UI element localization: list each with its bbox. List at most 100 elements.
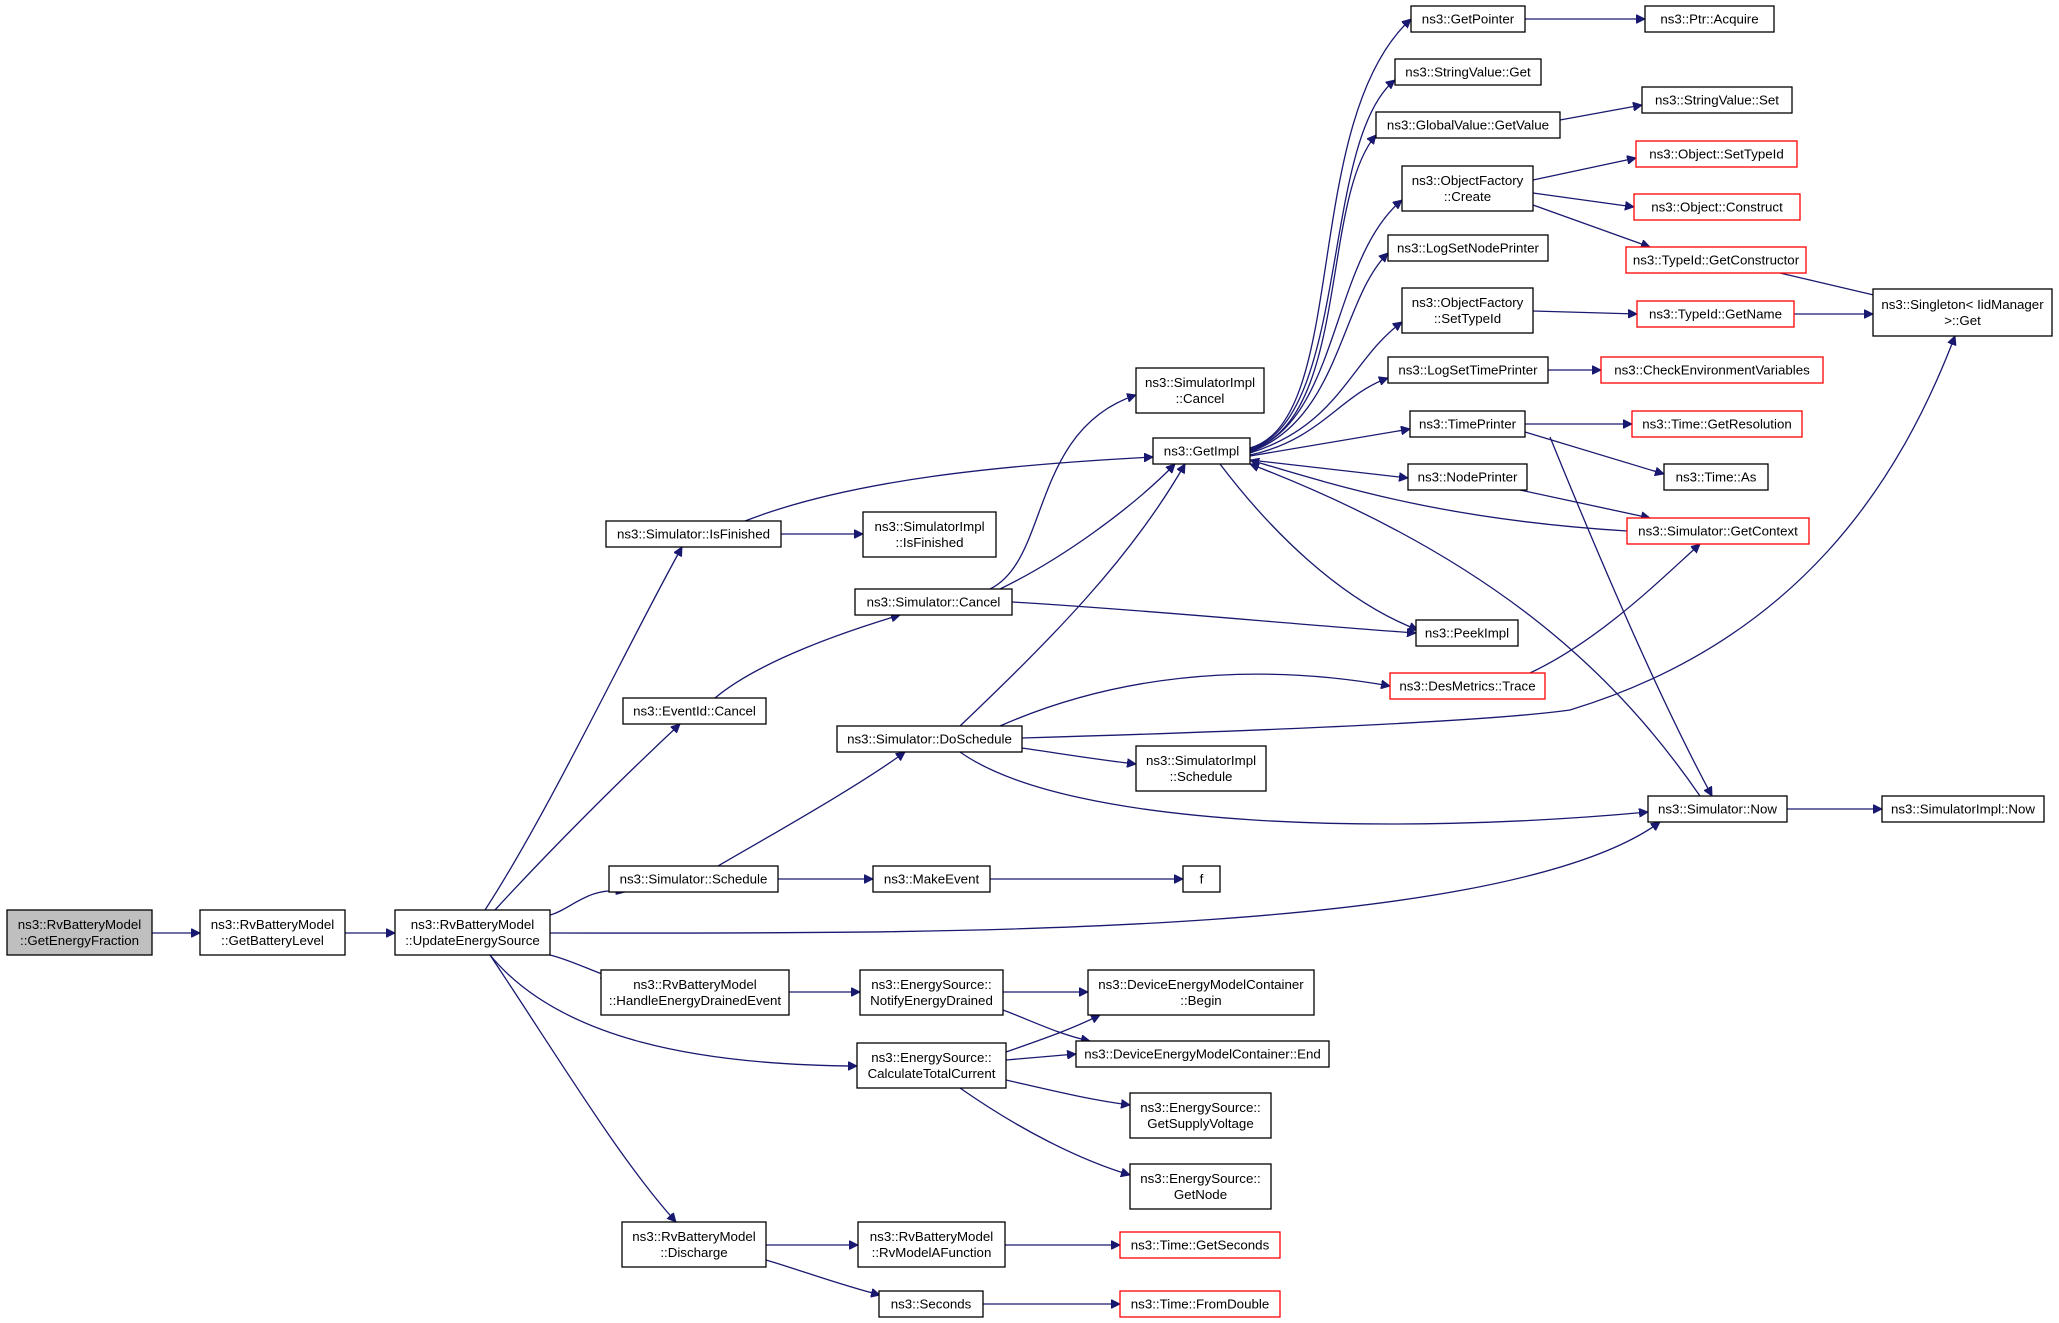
node-timeas[interactable]: ns3::Time::As [1663, 463, 1769, 491]
node-schedule[interactable]: ns3::Simulator::Schedule [608, 865, 779, 893]
node-box[interactable] [1087, 969, 1315, 1016]
node-handledrained[interactable]: ns3::RvBatteryModel::HandleEnergyDrained… [600, 969, 790, 1016]
node-typeidgetctor[interactable]: ns3::TypeId::GetConstructor [1625, 246, 1807, 274]
node-box[interactable] [1075, 1040, 1330, 1068]
node-box[interactable] [1663, 463, 1769, 491]
node-implschedule[interactable]: ns3::SimulatorImpl::Schedule [1135, 745, 1267, 792]
node-supplyvoltage[interactable]: ns3::EnergySource::GetSupplyVoltage [1129, 1092, 1272, 1139]
node-getresolution[interactable]: ns3::Time::GetResolution [1631, 410, 1803, 438]
node-box[interactable] [1872, 288, 2053, 337]
node-updateenergysource[interactable]: ns3::RvBatteryModel::UpdateEnergySource [394, 909, 551, 956]
node-implisfinished[interactable]: ns3::SimulatorImpl::IsFinished [862, 511, 997, 558]
node-box[interactable] [854, 588, 1013, 616]
node-box[interactable] [872, 865, 991, 893]
node-box[interactable] [1182, 865, 1221, 893]
node-box[interactable] [6, 909, 153, 956]
node-box[interactable] [1387, 356, 1549, 384]
node-box[interactable] [621, 1221, 767, 1268]
node-doschedule[interactable]: ns3::Simulator::DoSchedule [836, 725, 1023, 753]
node-getseconds[interactable]: ns3::Time::GetSeconds [1119, 1231, 1281, 1259]
node-implcancel[interactable]: ns3::SimulatorImpl::Cancel [1135, 367, 1265, 414]
node-box[interactable] [1152, 437, 1251, 465]
node-box[interactable] [1401, 165, 1534, 212]
node-f[interactable]: f [1182, 865, 1221, 893]
node-logsettime[interactable]: ns3::LogSetTimePrinter [1387, 356, 1549, 384]
node-box[interactable] [1129, 1163, 1272, 1210]
node-rvmodelafunc[interactable]: ns3::RvBatteryModel::RvModelAFunction [857, 1221, 1006, 1268]
node-getbatterylevel[interactable]: ns3::RvBatteryModel::GetBatteryLevel [199, 909, 346, 956]
node-getpointer[interactable]: ns3::GetPointer [1410, 5, 1526, 33]
node-box[interactable] [1135, 367, 1265, 414]
node-calccurrent[interactable]: ns3::EnergySource::CalculateTotalCurrent [856, 1042, 1007, 1089]
node-getimpl[interactable]: ns3::GetImpl [1152, 437, 1251, 465]
node-box[interactable] [199, 909, 346, 956]
node-peekimpl[interactable]: ns3::PeekImpl [1415, 619, 1519, 647]
node-objconstruct[interactable]: ns3::Object::Construct [1633, 193, 1801, 221]
node-stringvalueget[interactable]: ns3::StringValue::Get [1394, 58, 1542, 86]
node-fromdouble[interactable]: ns3::Time::FromDouble [1119, 1290, 1281, 1318]
node-desmetrics[interactable]: ns3::DesMetrics::Trace [1389, 672, 1546, 700]
node-root[interactable]: ns3::RvBatteryModel::GetEnergyFraction [6, 909, 153, 956]
node-makeevent[interactable]: ns3::MakeEvent [872, 865, 991, 893]
node-timeprinter[interactable]: ns3::TimePrinter [1409, 410, 1526, 438]
node-box[interactable] [1626, 517, 1810, 545]
node-box[interactable] [1119, 1290, 1281, 1318]
node-stringvalueset[interactable]: ns3::StringValue::Set [1641, 86, 1793, 114]
node-logsetnode[interactable]: ns3::LogSetNodePrinter [1387, 234, 1549, 262]
node-implnow[interactable]: ns3::SimulatorImpl::Now [1881, 795, 2045, 823]
node-box[interactable] [1401, 287, 1534, 334]
node-box[interactable] [862, 511, 997, 558]
node-simnow[interactable]: ns3::Simulator::Now [1647, 795, 1788, 823]
node-getcontext[interactable]: ns3::Simulator::GetContext [1626, 517, 1810, 545]
node-seconds[interactable]: ns3::Seconds [878, 1290, 984, 1318]
node-box[interactable] [1600, 356, 1824, 384]
node-box[interactable] [1129, 1092, 1272, 1139]
node-box[interactable] [1410, 5, 1526, 33]
node-singleton[interactable]: ns3::Singleton< IidManager>::Get [1872, 288, 2053, 337]
node-ptracquire[interactable]: ns3::Ptr::Acquire [1644, 5, 1775, 33]
node-box[interactable] [1635, 140, 1798, 168]
node-box[interactable] [1881, 795, 2045, 823]
node-box[interactable] [1389, 672, 1546, 700]
node-box[interactable] [1394, 58, 1542, 86]
node-box[interactable] [1644, 5, 1775, 33]
node-box[interactable] [1647, 795, 1788, 823]
node-box[interactable] [1625, 246, 1807, 274]
node-box[interactable] [600, 969, 790, 1016]
node-box[interactable] [1641, 86, 1793, 114]
node-box[interactable] [1119, 1231, 1281, 1259]
node-box[interactable] [859, 969, 1004, 1016]
node-box[interactable] [1636, 300, 1795, 328]
node-ofsettypeid[interactable]: ns3::ObjectFactory::SetTypeId [1401, 287, 1534, 334]
node-box[interactable] [1631, 410, 1803, 438]
node-checkenv[interactable]: ns3::CheckEnvironmentVariables [1600, 356, 1824, 384]
node-isfinished[interactable]: ns3::Simulator::IsFinished [605, 520, 782, 548]
node-notifydrained[interactable]: ns3::EnergySource::NotifyEnergyDrained [859, 969, 1004, 1016]
node-box[interactable] [622, 697, 767, 725]
node-box[interactable] [394, 909, 551, 956]
node-box[interactable] [857, 1221, 1006, 1268]
node-globalvalueget[interactable]: ns3::GlobalValue::GetValue [1375, 111, 1561, 139]
node-dembegin[interactable]: ns3::DeviceEnergyModelContainer::Begin [1087, 969, 1315, 1016]
node-box[interactable] [1415, 619, 1519, 647]
node-nodeprinter[interactable]: ns3::NodePrinter [1407, 463, 1528, 491]
node-demend[interactable]: ns3::DeviceEnergyModelContainer::End [1075, 1040, 1330, 1068]
node-objsettypeid[interactable]: ns3::Object::SetTypeId [1635, 140, 1798, 168]
node-box[interactable] [1387, 234, 1549, 262]
node-getnode[interactable]: ns3::EnergySource::GetNode [1129, 1163, 1272, 1210]
node-typeidgetname[interactable]: ns3::TypeId::GetName [1636, 300, 1795, 328]
node-box[interactable] [1135, 745, 1267, 792]
node-box[interactable] [608, 865, 779, 893]
node-box[interactable] [856, 1042, 1007, 1089]
node-box[interactable] [836, 725, 1023, 753]
node-box[interactable] [1633, 193, 1801, 221]
node-box[interactable] [1407, 463, 1528, 491]
node-box[interactable] [1375, 111, 1561, 139]
node-box[interactable] [1409, 410, 1526, 438]
node-box[interactable] [605, 520, 782, 548]
node-discharge[interactable]: ns3::RvBatteryModel::Discharge [621, 1221, 767, 1268]
node-box[interactable] [878, 1290, 984, 1318]
node-simcancel[interactable]: ns3::Simulator::Cancel [854, 588, 1013, 616]
node-eventcancel[interactable]: ns3::EventId::Cancel [622, 697, 767, 725]
node-ofcreate[interactable]: ns3::ObjectFactory::Create [1401, 165, 1534, 212]
